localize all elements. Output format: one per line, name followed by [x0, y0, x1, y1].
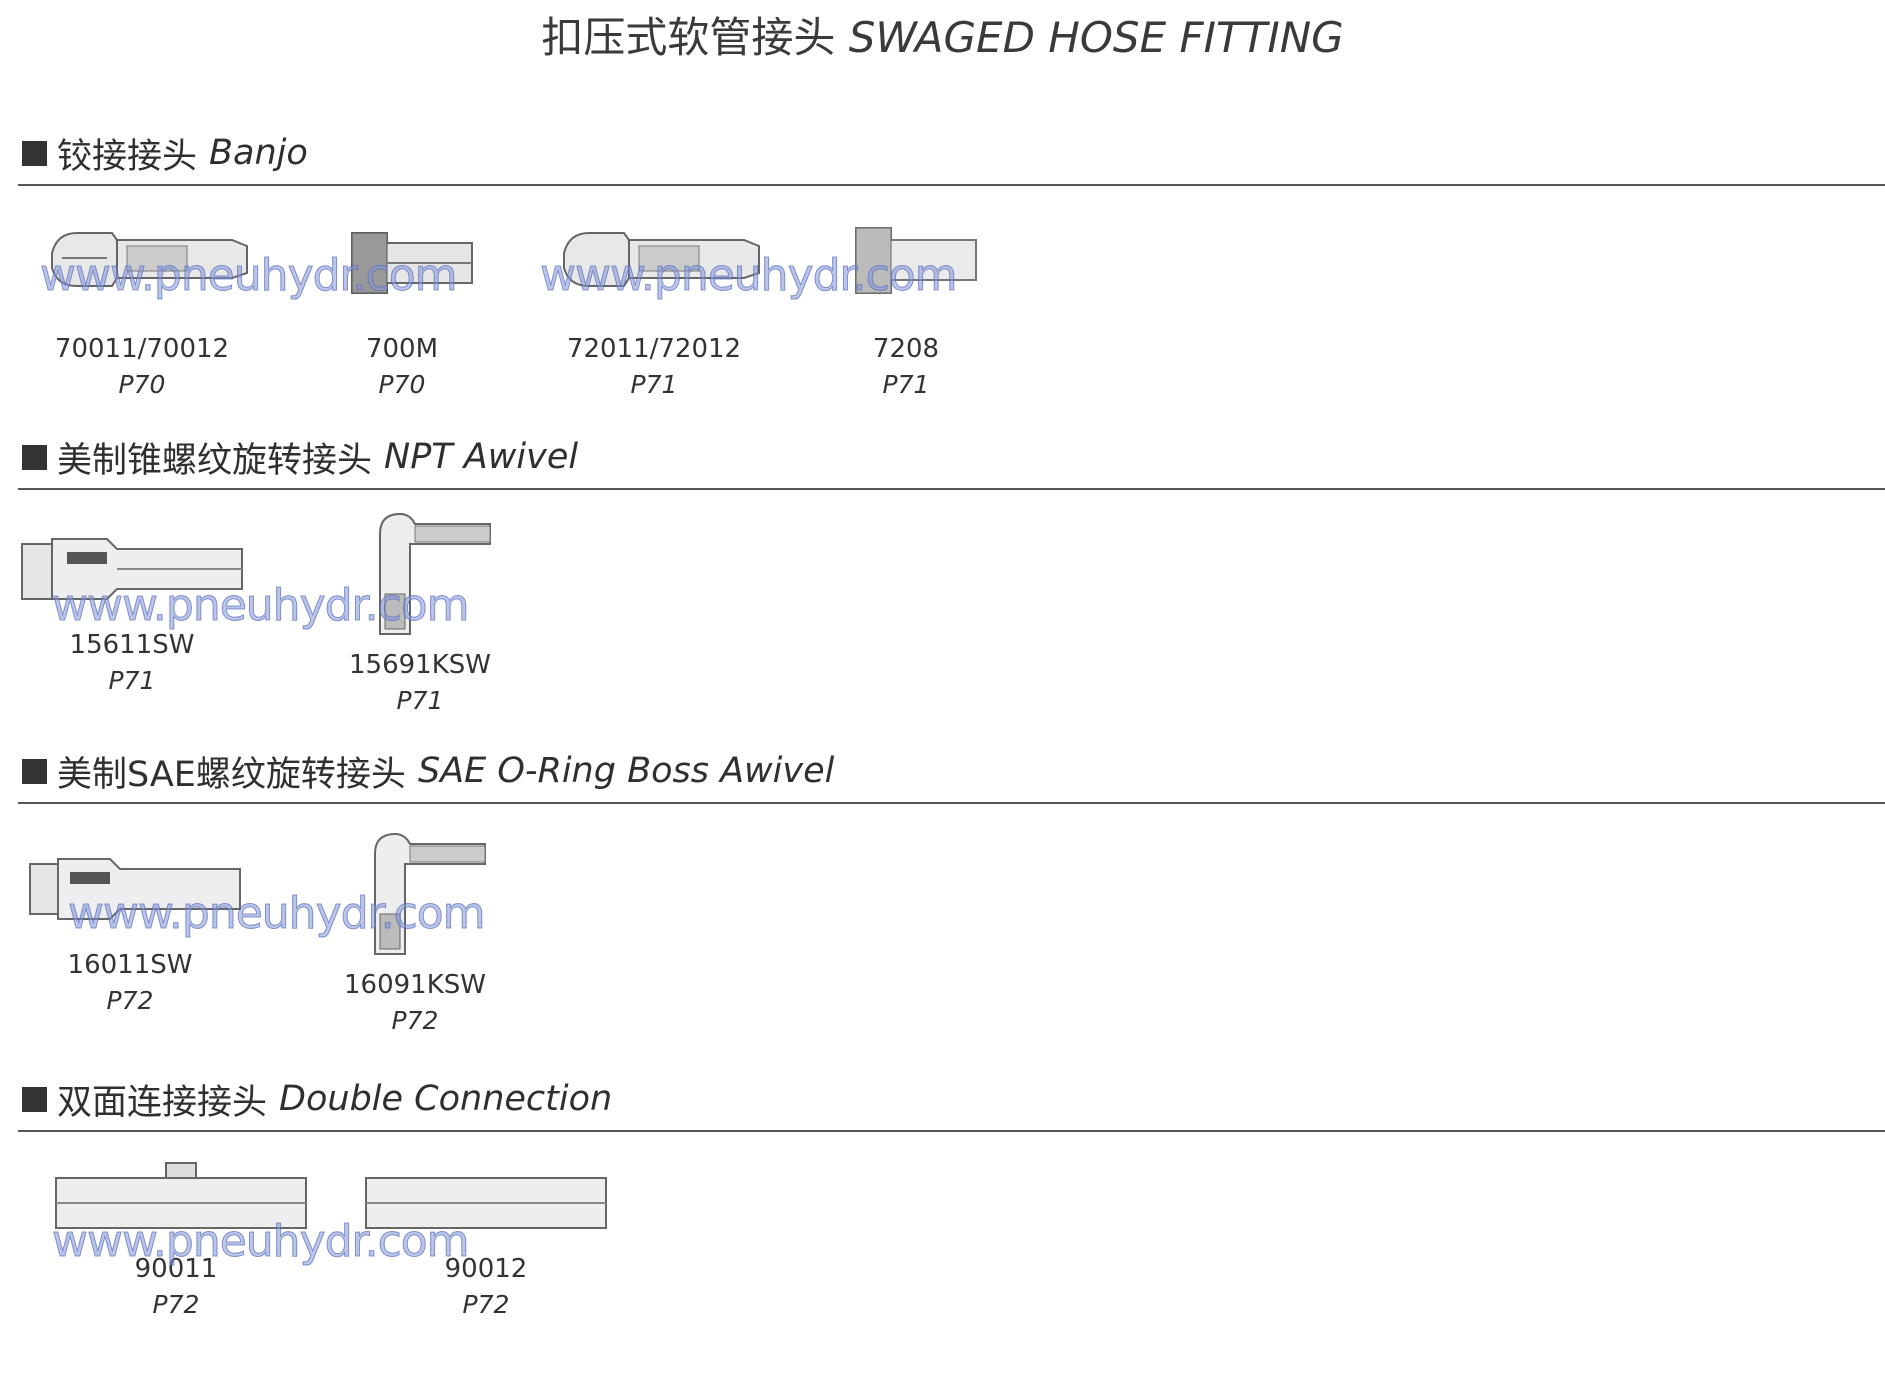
watermark: www.pneuhydr.com	[40, 250, 459, 302]
part-number: 90011	[134, 1254, 218, 1284]
banjo-bolt-drawing-icon	[351, 232, 473, 294]
part-number: 7208	[872, 334, 940, 364]
section-title-cn: 双面连接接头	[57, 1082, 268, 1123]
product-item[interactable]: 15691KSW P71	[290, 504, 550, 715]
banjo-fitting-drawing-icon	[563, 232, 760, 287]
product-item[interactable]: 16011SW P72	[0, 824, 260, 1015]
part-number: 16091KSW	[344, 970, 486, 1000]
page-reference: P71	[108, 666, 156, 695]
section-title-en: Banjo	[209, 133, 308, 173]
product-item[interactable]: 700M P70	[272, 218, 532, 399]
page-reference: P72	[152, 1290, 200, 1319]
product-item[interactable]: 16091KSW P72	[285, 824, 545, 1035]
product-item[interactable]: 90011 P72	[46, 1158, 307, 1319]
section-title-cn: 铰接接头	[57, 136, 198, 177]
section-title-en: Double Connection	[279, 1079, 613, 1119]
product-item[interactable]: 15611SW P71	[2, 504, 262, 695]
straight-swivel-drawing-icon	[29, 858, 241, 920]
bullet-square-icon	[22, 140, 47, 166]
elbow-swivel-drawing-icon	[374, 832, 486, 955]
product-item[interactable]: 72011/72012 P71	[524, 218, 784, 399]
double-hose-drawing-icon	[55, 1162, 307, 1229]
part-number: 15691KSW	[349, 650, 491, 680]
part-number: 15611SW	[69, 630, 195, 660]
part-number: 16011SW	[67, 950, 193, 980]
page-title-en: SWAGED HOSE FITTING	[848, 13, 1344, 62]
watermark: www.pneuhydr.com	[52, 580, 471, 632]
product-item[interactable]: 90012 P72	[356, 1158, 616, 1319]
bullet-square-icon	[22, 758, 47, 784]
page-reference: P71	[882, 370, 930, 399]
elbow-swivel-drawing-icon	[379, 512, 491, 635]
straight-swivel-drawing-icon	[21, 538, 243, 600]
section-heading: 双面连接接头 Double Connection	[22, 1074, 612, 1124]
section-heading: 美制SAE螺纹旋转接头 SAE O-Ring Boss Awivel	[22, 746, 834, 796]
banjo-bolt-drawing-icon	[855, 227, 977, 294]
page-title-cn: 扣压式软管接头	[541, 13, 836, 62]
section-divider	[18, 1130, 1885, 1132]
section-divider	[18, 184, 1885, 186]
page-reference: P72	[391, 1006, 439, 1035]
page-reference: P70	[118, 370, 166, 399]
section-divider	[18, 488, 1885, 490]
watermark: www.pneuhydr.com	[52, 1216, 471, 1268]
section-title-en: NPT Awivel	[384, 437, 579, 477]
bullet-square-icon	[22, 444, 47, 470]
page-title: 扣压式软管接头 SWAGED HOSE FITTING	[0, 4, 1885, 65]
part-number: 700M	[365, 334, 439, 364]
watermark: www.pneuhydr.com	[68, 888, 487, 940]
page-reference: P72	[462, 1290, 510, 1319]
section-title-en: SAE O-Ring Boss Awivel	[417, 751, 835, 791]
page-reference: P70	[378, 370, 426, 399]
product-item[interactable]: 7208 P71	[776, 218, 1036, 399]
part-number: 70011/70012	[54, 334, 230, 364]
part-number: 90012	[444, 1254, 528, 1284]
banjo-fitting-drawing-icon	[51, 232, 248, 287]
page-reference: P72	[106, 986, 154, 1015]
section-title-cn: 美制SAE螺纹旋转接头	[57, 754, 406, 795]
section-title-cn: 美制锥螺纹旋转接头	[57, 440, 373, 481]
watermark: www.pneuhydr.com	[540, 250, 959, 302]
section-heading: 美制锥螺纹旋转接头 NPT Awivel	[22, 432, 578, 482]
bullet-square-icon	[22, 1086, 47, 1112]
product-item[interactable]: 70011/70012 P70	[12, 218, 272, 399]
double-hose-drawing-icon	[365, 1177, 607, 1229]
section-heading: 铰接接头 Banjo	[22, 128, 308, 178]
page-reference: P71	[396, 686, 444, 715]
section-divider	[18, 802, 1885, 804]
page-reference: P71	[630, 370, 678, 399]
part-number: 72011/72012	[566, 334, 742, 364]
